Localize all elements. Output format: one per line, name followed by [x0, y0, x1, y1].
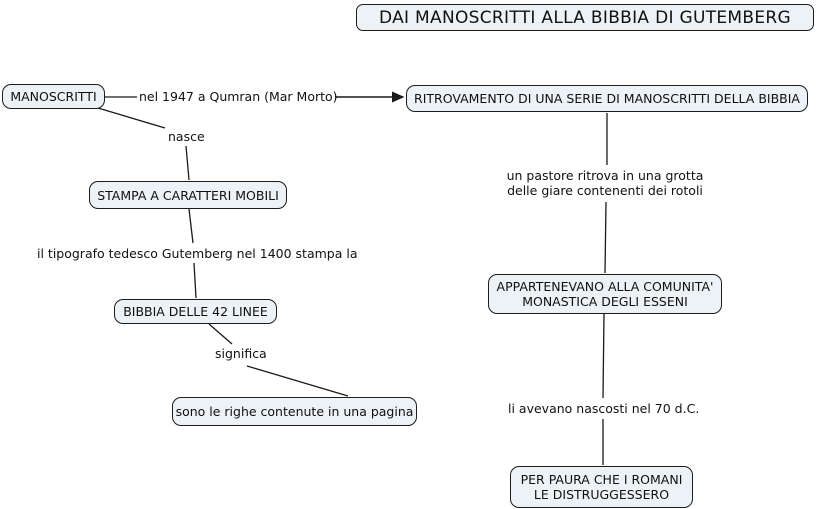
- edge-comunita-nascosti: [602, 313, 605, 399]
- edge-tipografo-bibbia: [193, 262, 197, 299]
- edge-label-pastore: un pastore ritrova in una grotta delle g…: [506, 168, 704, 198]
- node-stampa-caratteri-mobili[interactable]: STAMPA A CARATTERI MOBILI: [89, 181, 287, 209]
- edge-significa-righe: [246, 365, 349, 397]
- node-comunita-esseni[interactable]: APPARTENEVANO ALLA COMUNITA' MONASTICA D…: [488, 274, 722, 314]
- edge-label-nascosti: li avevano nascosti nel 70 d.C.: [508, 401, 700, 416]
- edge-manoscritti-nasce: [97, 107, 166, 129]
- node-paura-romani[interactable]: PER PAURA CHE I ROMANI LE DISTRUGGESSERO: [510, 466, 693, 508]
- edge-label-significa: significa: [215, 346, 267, 361]
- node-manoscritti[interactable]: MANOSCRITTI: [2, 84, 105, 109]
- node-ritrovamento[interactable]: RITROVAMENTO DI UNA SERIE DI MANOSCRITTI…: [406, 85, 808, 112]
- edge-stampa-tipografo: [188, 208, 194, 244]
- node-righe-pagina[interactable]: sono le righe contenute in una pagina: [172, 397, 417, 426]
- edge-nasce-stampa: [185, 145, 190, 181]
- node-bibbia-42-linee[interactable]: BIBBIA DELLE 42 LINEE: [114, 299, 277, 324]
- edge-label-tipografo: il tipografo tedesco Gutemberg nel 1400 …: [37, 246, 358, 261]
- edge-label-qumran: nel 1947 a Qumran (Mar Morto): [139, 89, 338, 104]
- arrowhead-icon: [392, 91, 405, 103]
- edge-label-nasce: nasce: [168, 129, 205, 144]
- map-title: DAI MANOSCRITTI ALLA BIBBIA DI GUTEMBERG: [356, 4, 814, 31]
- edge-pastore-comunita: [604, 201, 607, 274]
- edge-bibbia-significa: [208, 323, 233, 345]
